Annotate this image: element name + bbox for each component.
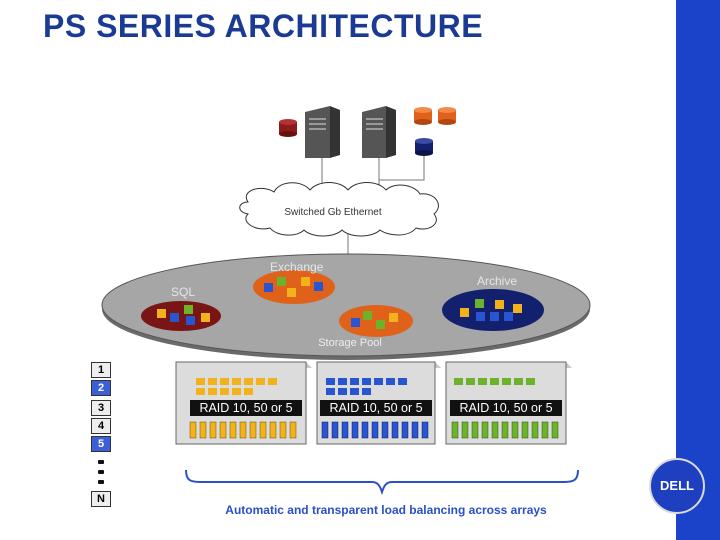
database-icon [279, 119, 297, 137]
volume-exchange [253, 270, 335, 304]
dell-logo: DELL [649, 458, 705, 514]
tray-badge: 2 [91, 380, 111, 396]
database-icon [414, 107, 432, 125]
volume-sql [141, 301, 221, 331]
volume-label-sql: SQL [171, 285, 196, 299]
server-icon [362, 106, 396, 158]
tray-badge: 5 [91, 436, 111, 452]
storage-pool [101, 253, 591, 360]
volume-label-exchange: Exchange [270, 260, 324, 274]
tray-continuation-dots [98, 460, 104, 484]
raid-label-array-2: RAID 10, 50 or 5 [320, 400, 432, 416]
tray-badge: 3 [91, 400, 111, 416]
database-icon [438, 107, 456, 125]
brand-sidebar [676, 0, 720, 540]
grouping-bracket [185, 469, 579, 496]
network-label: Switched Gb Ethernet [284, 207, 382, 218]
storage-pool-label: Storage Pool [318, 337, 382, 349]
volume-label-archive: Archive [477, 274, 518, 288]
database-icon [415, 138, 433, 156]
raid-label-array-3: RAID 10, 50 or 5 [450, 400, 562, 416]
raid-label-array-1: RAID 10, 50 or 5 [190, 400, 302, 416]
slide-title: PS SERIES ARCHITECTURE [43, 8, 484, 44]
slide-caption: Automatic and transparent load balancing… [225, 503, 547, 517]
server-icon [305, 106, 340, 158]
tray-badge: N [91, 491, 111, 507]
tray-badge: 1 [91, 362, 111, 378]
volume-archive [442, 289, 544, 331]
tray-badge: 4 [91, 418, 111, 434]
ethernet-cloud [239, 182, 439, 237]
volume-unlabeled [339, 305, 413, 337]
